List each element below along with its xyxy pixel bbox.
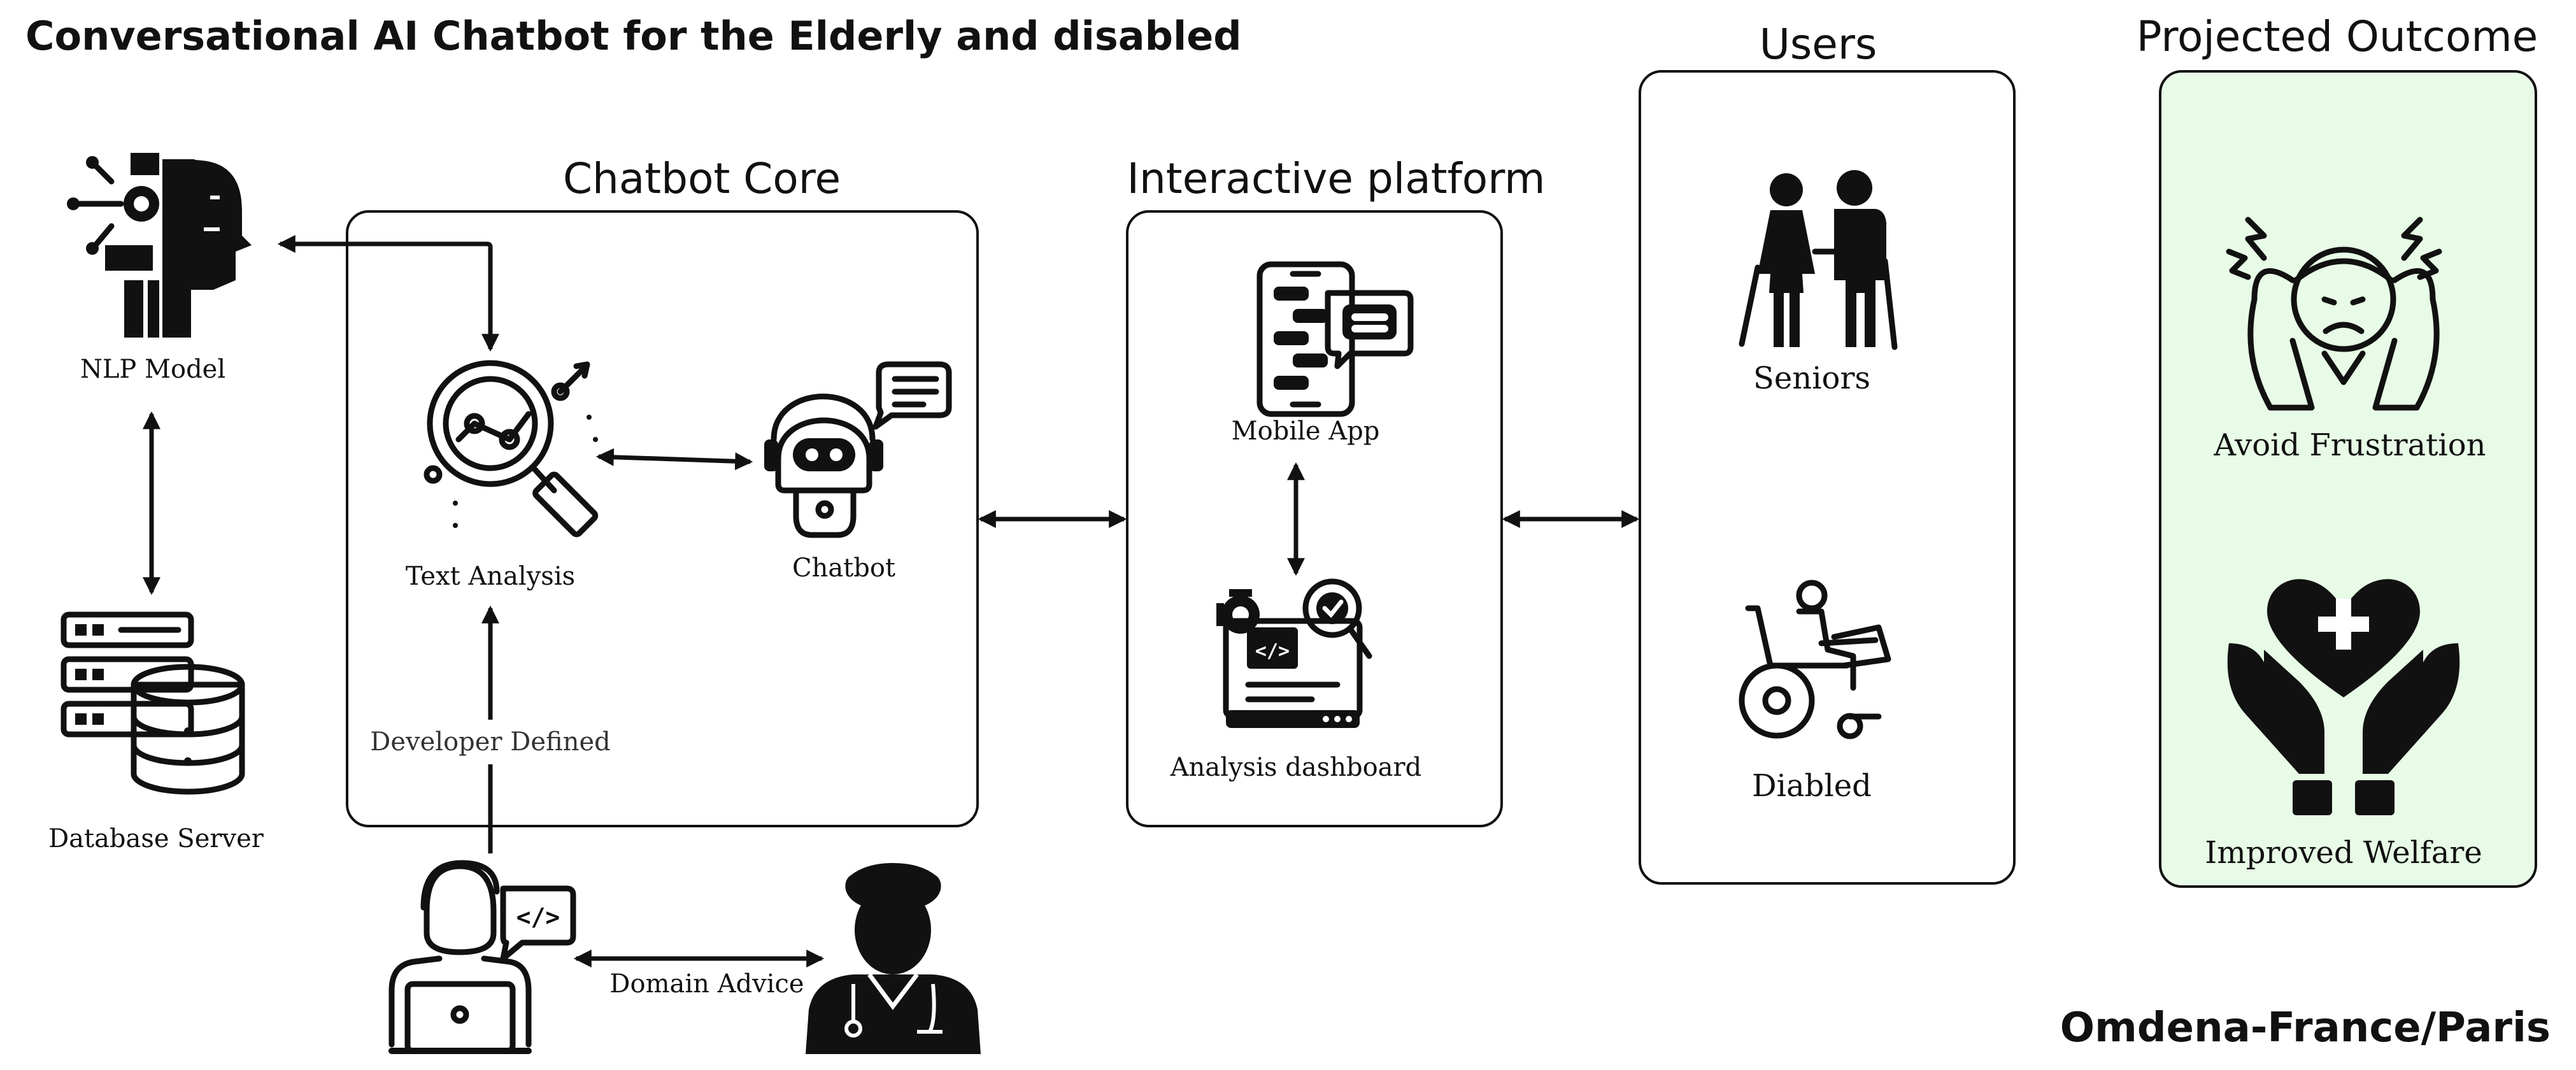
node-label-analysis-dashboard: Analysis dashboard [1170,753,1421,782]
arrow-textanalysis-chatbot [595,448,753,471]
edge-label-bg [376,720,605,764]
wheelchair-laptop-icon [1739,580,1891,739]
node-label-text-analysis: Text Analysis [406,562,575,591]
projected-outcome-box [2159,70,2537,888]
node-label-database-server: Database Server [48,824,264,853]
edge-label-developer-defined: Developer Defined [370,727,610,757]
section-title-platform: Interactive platform [1127,154,1546,203]
node-label-nlp-model: NLP Model [80,355,225,384]
svg-text:</>: </> [516,903,560,931]
phone-chat-icon [1256,261,1414,417]
node-label-disabled: Diabled [1752,768,1872,804]
node-label-avoid-frustration: Avoid Frustration [2213,427,2486,463]
robot-headset-icon [764,361,952,538]
svg-text:</>: </> [1255,640,1290,662]
node-label-chatbot: Chatbot [792,553,895,583]
section-title-outcome: Projected Outcome [2137,12,2538,61]
frustrated-person-icon [2226,217,2442,411]
elderly-couple-icon [1739,170,1898,350]
magnifier-chart-icon [423,360,599,538]
edge-label-bg [608,965,806,1003]
doctor-stethoscope-icon [806,863,981,1054]
laptop-code-gear-icon: </> [1216,578,1372,728]
database-server-icon [60,611,245,795]
arrow-nlp-textanalysis [277,235,499,352]
footer-label: Omdena-France/Paris [2060,1004,2551,1052]
section-title-core: Chatbot Core [563,154,841,203]
section-title-users: Users [1760,20,1877,69]
node-label-improved-welfare: Improved Welfare [2205,835,2482,871]
developer-laptop-icon: </> [388,860,576,1054]
hands-heart-icon [2227,579,2460,815]
diagram-title: Conversational AI Chatbot for the Elderl… [25,13,1242,59]
node-label-seniors: Seniors [1753,360,1870,396]
node-label-mobile-app: Mobile App [1232,417,1380,446]
edge-label-domain-advice: Domain Advice [609,969,804,999]
interactive-platform-box [1126,210,1503,827]
users-box [1639,70,2016,885]
ai-head-gears-icon [67,153,252,338]
chatbot-core-box [346,210,979,827]
